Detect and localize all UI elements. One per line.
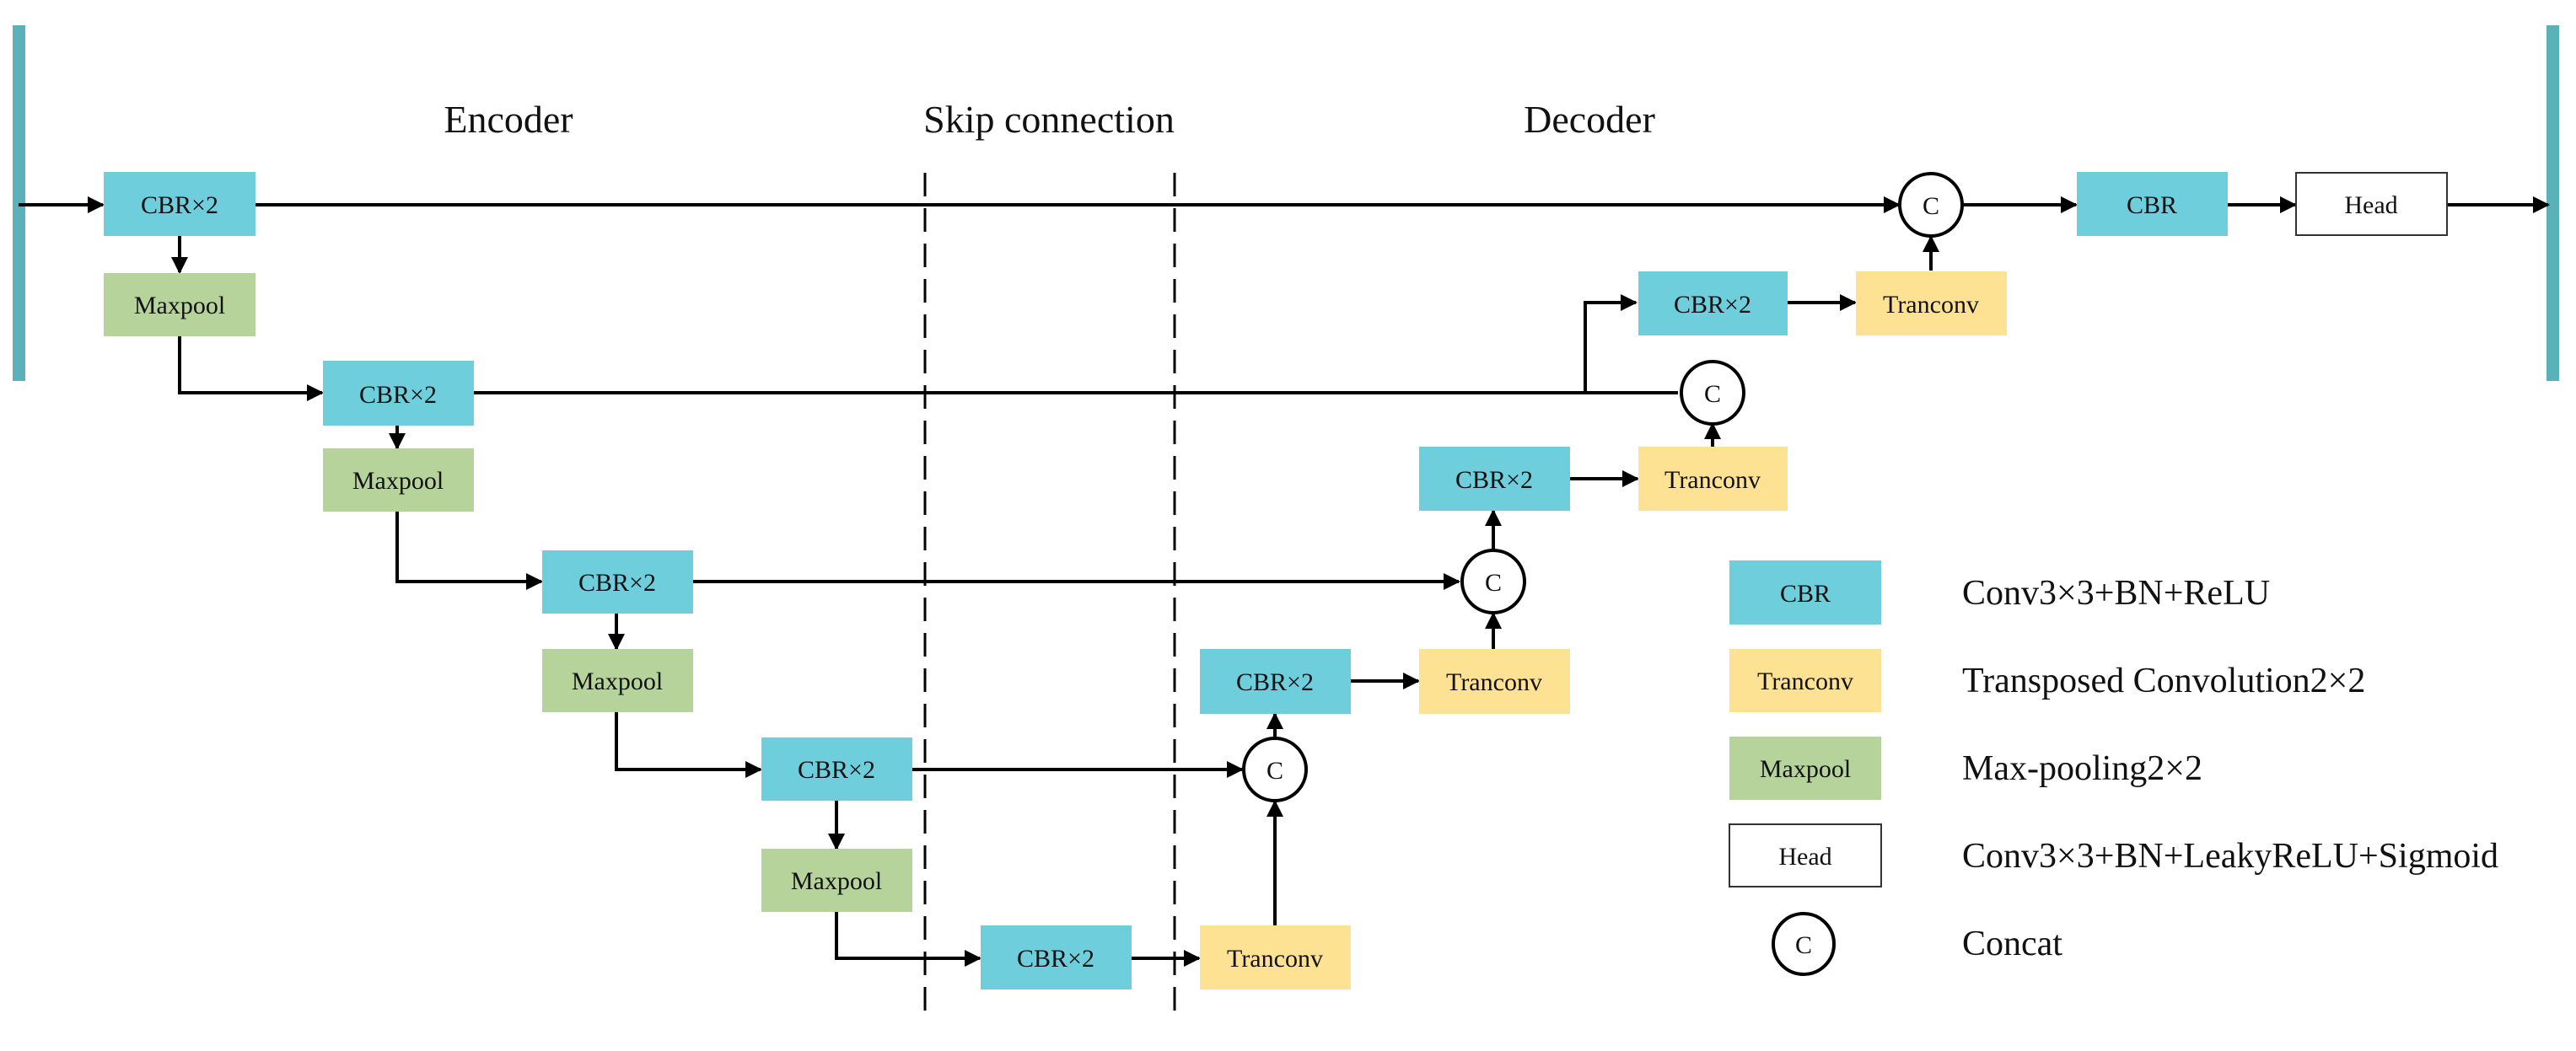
svg-text:Max-pooling2×2: Max-pooling2×2: [1962, 749, 2202, 788]
svg-text:CBR: CBR: [2127, 191, 2177, 219]
final-cbr: CBR: [2077, 172, 2228, 236]
svg-text:Maxpool: Maxpool: [352, 467, 444, 495]
svg-text:Head: Head: [1778, 843, 1831, 871]
tranconv-2: Tranconv: [1419, 649, 1570, 714]
svg-text:Head: Head: [2344, 191, 2397, 219]
pool1-to-enc2: [178, 336, 324, 401]
svg-text:Tranconv: Tranconv: [1446, 668, 1542, 696]
svg-text:CBR×2: CBR×2: [1017, 945, 1094, 973]
svg-text:CBR×2: CBR×2: [1674, 291, 1751, 319]
svg-text:Maxpool: Maxpool: [1760, 755, 1851, 783]
output-edge-bar: [2546, 25, 2559, 381]
legend-cbr: CBR Conv3×3+BN+ReLU: [1729, 560, 2270, 625]
svg-text:Tranconv: Tranconv: [1227, 945, 1323, 973]
connectors: [19, 196, 2550, 967]
svg-text:Tranconv: Tranconv: [1757, 668, 1853, 695]
concat-node-4: C: [1242, 737, 1308, 802]
enc2-cbr2: CBR×2: [323, 361, 474, 426]
legend: CBR Conv3×3+BN+ReLU Tranconv Transposed …: [1729, 560, 2498, 976]
legend-tranconv: Tranconv Transposed Convolution2×2: [1729, 649, 2365, 712]
concat-node-1: C: [1898, 172, 1964, 238]
svg-text:CBR×2: CBR×2: [798, 756, 875, 784]
pool2-maxpool: Maxpool: [323, 448, 474, 512]
svg-text:C: C: [1266, 757, 1283, 785]
svg-text:CBR×2: CBR×2: [1236, 668, 1314, 696]
svg-text:C: C: [1795, 931, 1812, 959]
pool3-maxpool: Maxpool: [542, 649, 693, 712]
legend-head: Head Conv3×3+BN+LeakyReLU+Sigmoid: [1729, 823, 2498, 887]
svg-text:Transposed Convolution2×2: Transposed Convolution2×2: [1962, 662, 2365, 700]
enc1-cbr2: CBR×2: [104, 172, 255, 236]
svg-text:Tranconv: Tranconv: [1883, 291, 1979, 319]
legend-maxpool: Maxpool Max-pooling2×2: [1729, 737, 2202, 800]
dec4-cbr2: CBR×2: [1200, 649, 1351, 714]
tranconv-3: Tranconv: [1638, 447, 1788, 511]
svg-text:Maxpool: Maxpool: [791, 867, 882, 895]
legend-concat: C Concat: [1772, 912, 2062, 976]
enc4-cbr2: CBR×2: [761, 737, 912, 801]
svg-text:CBR×2: CBR×2: [578, 569, 656, 597]
svg-text:Conv3×3+BN+LeakyReLU+Sigmoid: Conv3×3+BN+LeakyReLU+Sigmoid: [1962, 837, 2498, 876]
decoder-header: Decoder: [1524, 98, 1655, 141]
svg-text:Concat: Concat: [1962, 925, 2062, 963]
svg-text:Maxpool: Maxpool: [572, 668, 663, 695]
skip-connection-header: Skip connection: [923, 98, 1175, 141]
concat-node-3: C: [1460, 549, 1526, 614]
pool4-to-bottleneck: [835, 912, 981, 967]
tranconv-4: Tranconv: [1856, 271, 2007, 335]
pool2-to-enc3: [395, 512, 543, 590]
svg-text:Conv3×3+BN+ReLU: Conv3×3+BN+ReLU: [1962, 574, 2270, 613]
svg-text:Maxpool: Maxpool: [134, 292, 225, 319]
svg-text:C: C: [1485, 569, 1502, 597]
svg-text:CBR×2: CBR×2: [1455, 466, 1533, 494]
svg-text:Tranconv: Tranconv: [1664, 466, 1761, 494]
svg-text:C: C: [1923, 192, 1939, 220]
encoder-header: Encoder: [444, 98, 573, 141]
skip-2-up-branch: [1584, 294, 1638, 393]
svg-text:C: C: [1704, 380, 1721, 408]
svg-text:CBR×2: CBR×2: [141, 191, 218, 219]
enc3-cbr2: CBR×2: [542, 550, 693, 614]
concat-node-2: C: [1680, 360, 1745, 426]
svg-text:CBR: CBR: [1780, 580, 1831, 608]
bottleneck-cbr2: CBR×2: [981, 925, 1132, 989]
pool1-maxpool: Maxpool: [104, 273, 255, 336]
dec2-cbr2: CBR×2: [1638, 271, 1788, 335]
dec3-cbr2: CBR×2: [1419, 447, 1570, 511]
pool3-to-enc4: [615, 712, 762, 778]
pool4-maxpool: Maxpool: [761, 849, 912, 912]
head-block: Head: [2295, 172, 2448, 236]
svg-text:CBR×2: CBR×2: [359, 381, 437, 409]
tranconv-1: Tranconv: [1200, 925, 1351, 989]
